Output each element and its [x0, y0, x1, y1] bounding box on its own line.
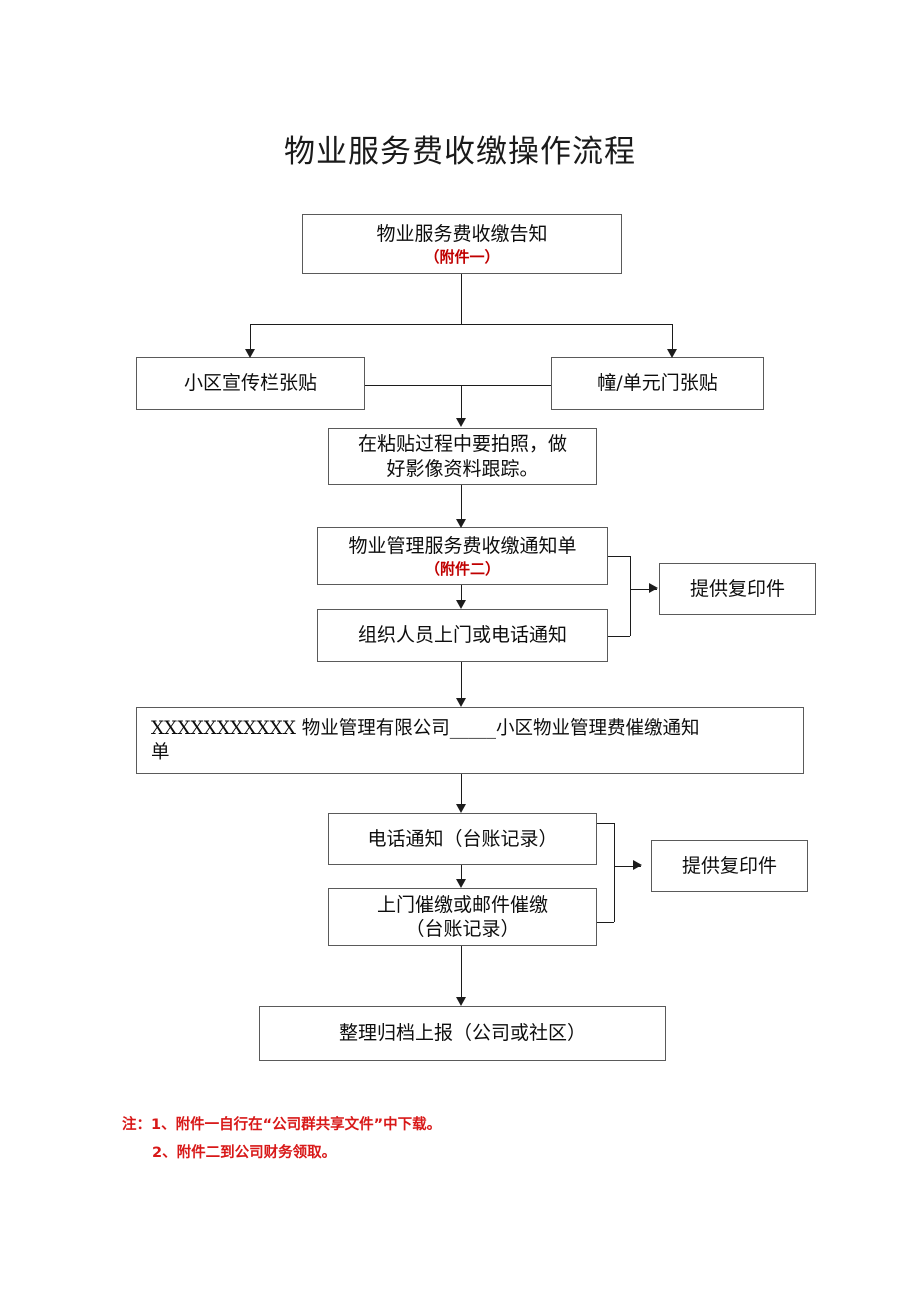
node-building-unit-door-posting[interactable]: 幢/单元门张贴: [551, 357, 764, 410]
arrowhead-to-notice-slip: [456, 519, 466, 528]
node-community-bulletin-posting[interactable]: 小区宣传栏张贴: [136, 357, 365, 410]
connector-photo-to-slip: [461, 485, 462, 522]
node-label: 电话通知（台账记录）: [367, 827, 558, 850]
arrowhead-to-photo-record: [456, 418, 466, 427]
node-fee-collection-notice[interactable]: 物业服务费收缴告知 （附件一）: [302, 214, 622, 274]
arrowhead-to-visit-or-call: [456, 600, 466, 609]
node-fee-reminder-notice-slip[interactable]: XXXXXXXXXXX 物业管理有限公司_____小区物业管理费催缴通知 单: [136, 707, 804, 774]
bracket-upper-top-stub: [608, 556, 630, 557]
node-label: 小区宣传栏张贴: [183, 372, 317, 395]
node-management-fee-notice-slip[interactable]: 物业管理服务费收缴通知单 （附件二）: [317, 527, 608, 585]
node-door-to-door-or-phone-notice[interactable]: 组织人员上门或电话通知: [317, 609, 608, 662]
arrowhead-to-phone-ledger: [456, 804, 466, 813]
connector-split-right: [672, 324, 673, 351]
connector-split-left: [250, 324, 251, 351]
node-archive-and-report[interactable]: 整理归档上报（公司或社区）: [259, 1006, 666, 1061]
connector-phone-to-visitmail: [461, 865, 462, 882]
node-label-line1: XXXXXXXXXXX 物业管理有限公司_____小区物业管理费催缴通知: [151, 717, 700, 739]
note-line-1: 注：1、附件一自行在“公司群共享文件”中下载。: [122, 1117, 442, 1133]
bracket-lower-spine: [614, 823, 615, 922]
connector-notice-down: [461, 274, 462, 324]
arrowhead-to-door: [667, 349, 677, 358]
bracket-upper-spine: [630, 556, 631, 636]
node-phone-notice-ledger[interactable]: 电话通知（台账记录）: [328, 813, 597, 865]
node-label-line1: 上门催缴或邮件催缴: [376, 893, 548, 916]
node-label-line2: 单: [151, 741, 170, 763]
connector-merge-down: [461, 385, 462, 420]
node-visit-or-mail-reminder-ledger[interactable]: 上门催缴或邮件催缴 （台账记录）: [328, 888, 597, 946]
node-attachment-label: （附件二）: [424, 559, 500, 578]
footer-notes: 注：1、附件一自行在“公司群共享文件”中下载。 2、附件二到公司财务领取。: [122, 1112, 822, 1167]
node-label-line1: 在粘贴过程中要拍照，做: [357, 433, 567, 456]
node-provide-photocopy-lower[interactable]: 提供复印件: [651, 840, 808, 892]
node-label: 整理归档上报（公司或社区）: [338, 1022, 586, 1045]
node-label: 组织人员上门或电话通知: [357, 624, 567, 647]
connector-split-bar: [250, 324, 672, 325]
arrowhead-to-reminder-slip: [456, 698, 466, 707]
connector-visit-to-reminder: [461, 662, 462, 702]
arrowhead-to-photocopy-upper: [649, 583, 658, 593]
connector-merge-bar: [365, 385, 551, 386]
node-label: 提供复印件: [681, 854, 777, 877]
bracket-upper-arrow-line: [630, 589, 657, 590]
node-label: 提供复印件: [689, 577, 785, 600]
node-label-line2: 好影像资料跟踪。: [386, 457, 539, 480]
bracket-lower-arrow-line: [614, 866, 641, 867]
connector-reminder-to-phone: [461, 774, 462, 807]
page-title: 物业服务费收缴操作流程: [284, 134, 636, 170]
node-attachment-label: （附件一）: [424, 247, 500, 266]
arrowhead-to-archive: [456, 997, 466, 1006]
node-provide-photocopy-upper[interactable]: 提供复印件: [659, 563, 816, 615]
arrowhead-to-bulletin: [245, 349, 255, 358]
node-label: 幢/单元门张贴: [597, 372, 718, 395]
connector-slip-to-visit: [461, 585, 462, 603]
connector-visitmail-to-archive: [461, 946, 462, 1000]
arrowhead-to-photocopy-lower: [633, 860, 642, 870]
node-label: 物业服务费收缴告知: [376, 223, 548, 246]
bracket-lower-bottom-stub: [597, 922, 614, 923]
node-photo-documentation[interactable]: 在粘贴过程中要拍照，做 好影像资料跟踪。: [328, 428, 597, 485]
node-label: 物业管理服务费收缴通知单: [348, 535, 577, 558]
note-line-2: 2、附件二到公司财务领取。: [152, 1144, 337, 1161]
bracket-lower-top-stub: [597, 823, 614, 824]
node-label-line2: （台账记录）: [405, 918, 520, 940]
bracket-upper-bottom-stub: [608, 636, 630, 637]
arrowhead-to-visit-mail-ledger: [456, 879, 466, 888]
